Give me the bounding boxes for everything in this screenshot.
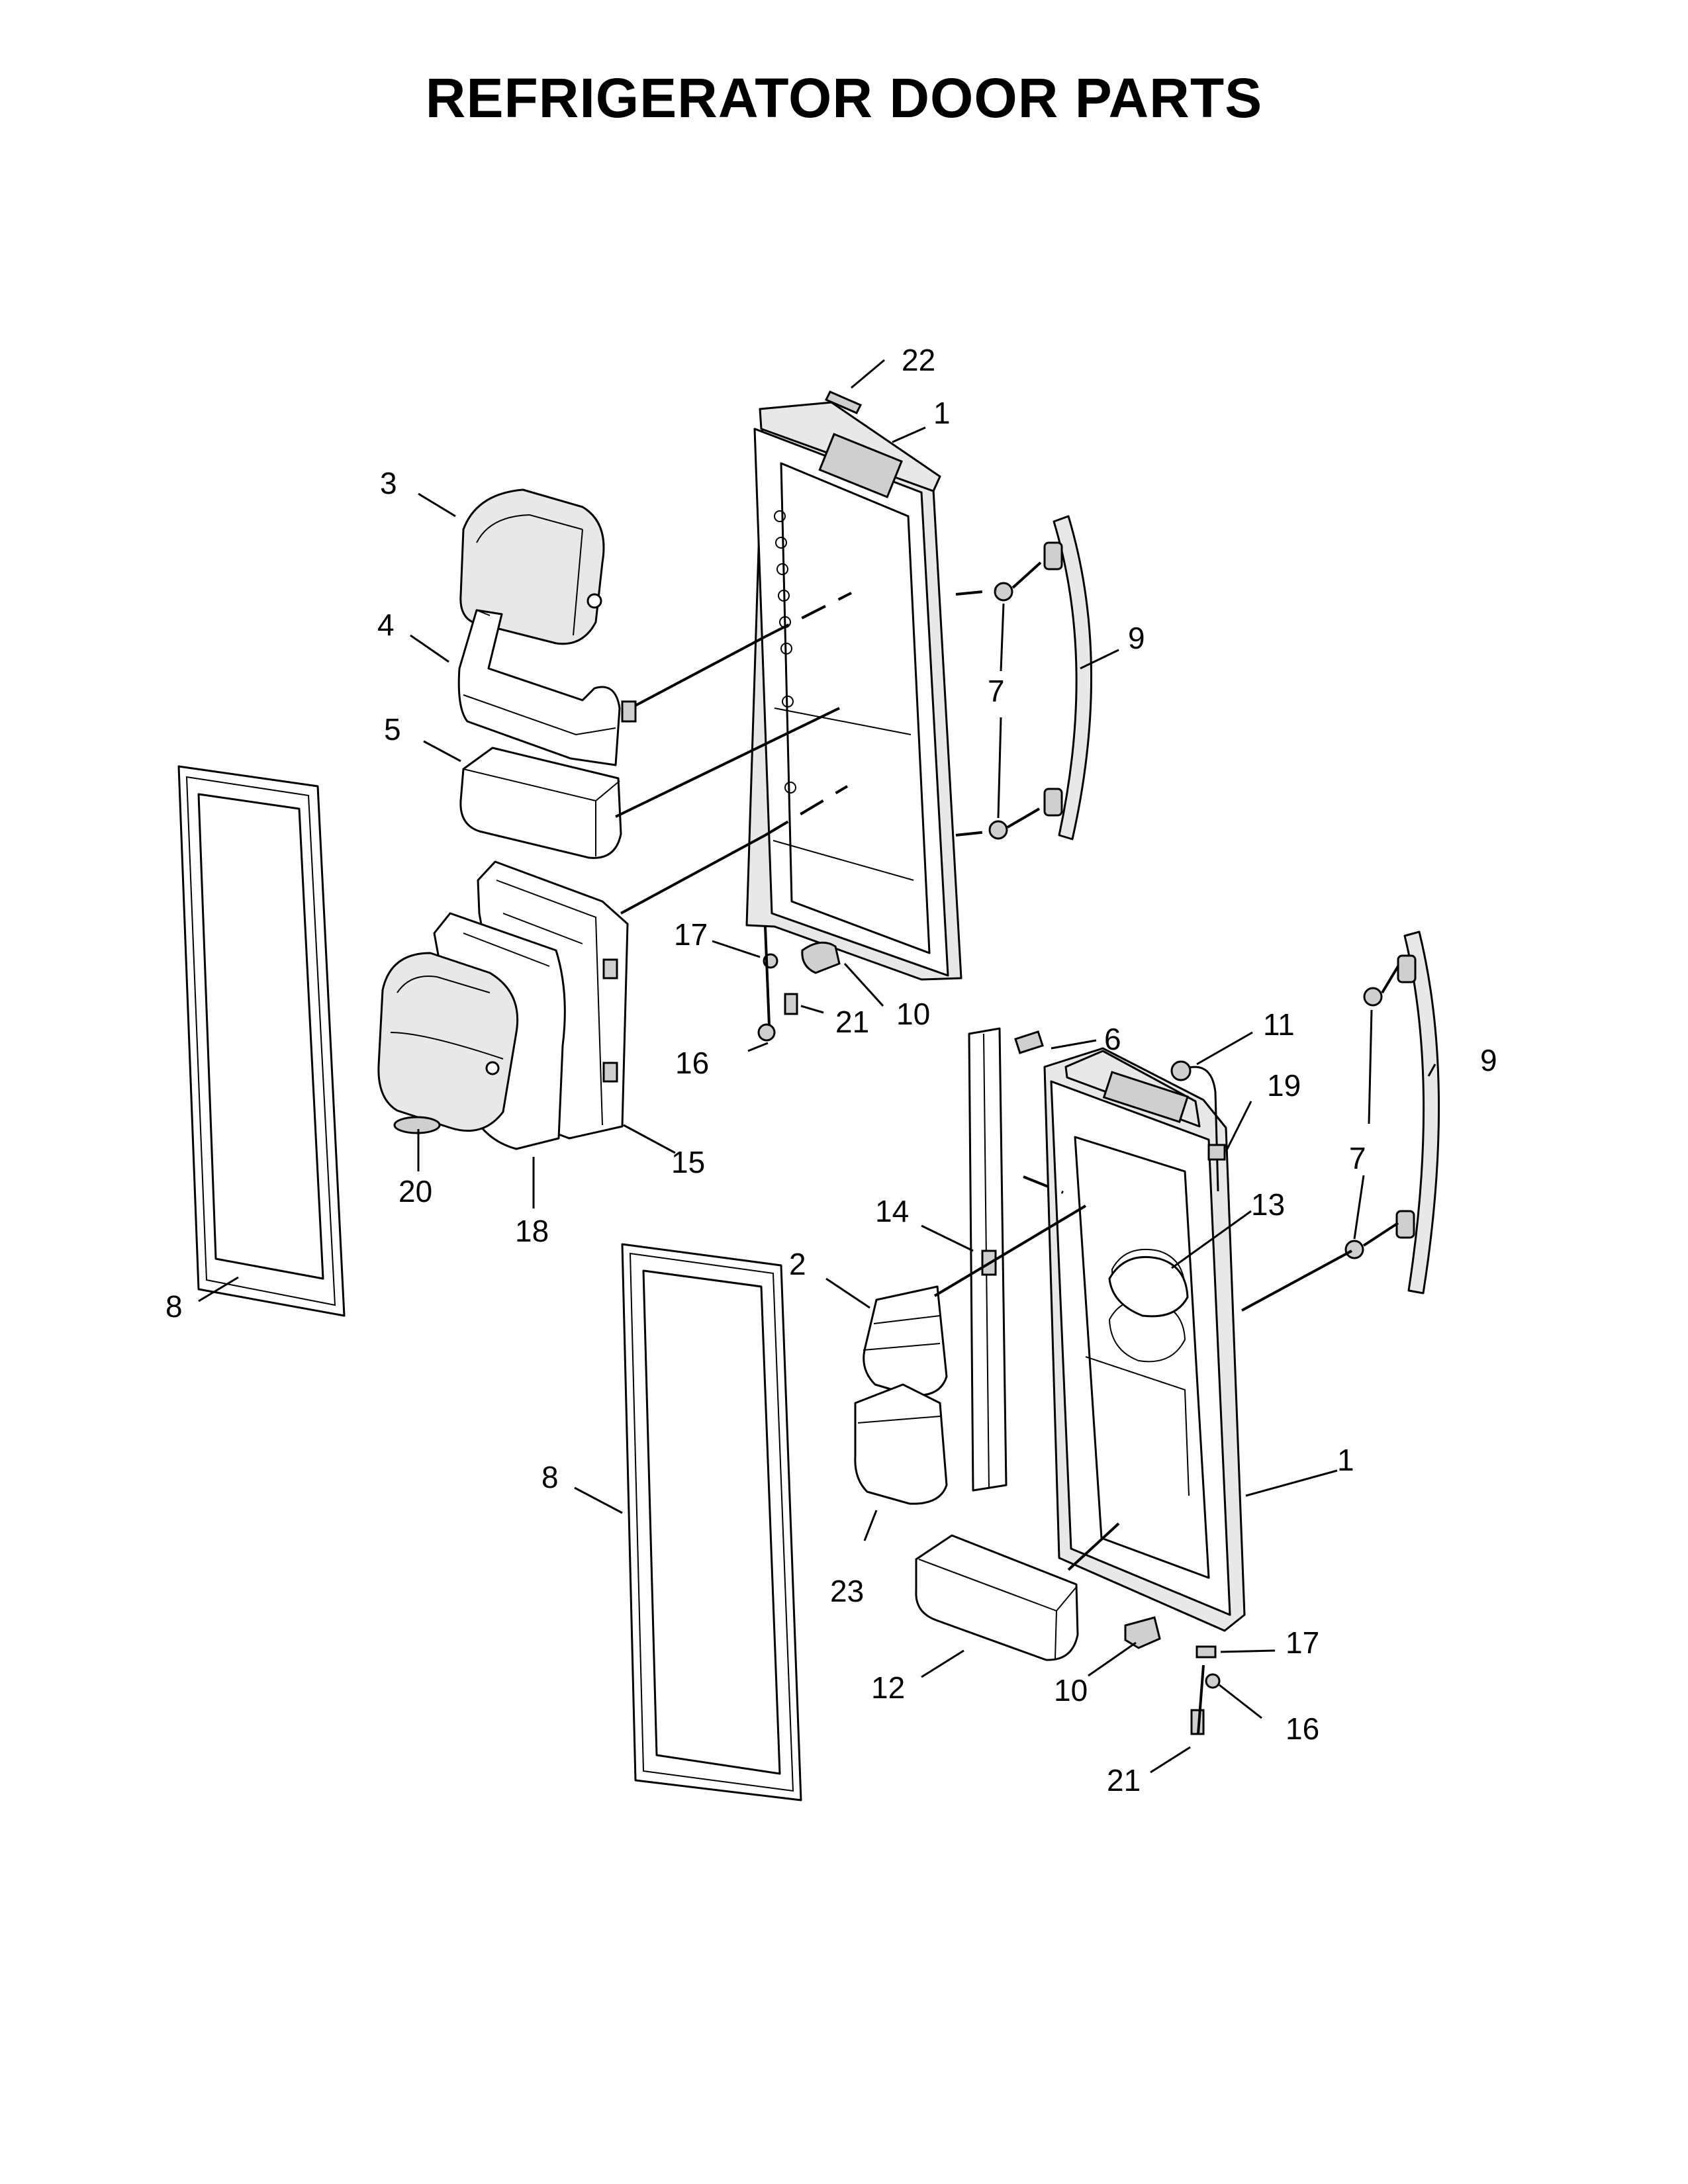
door-handle-lower — [1403, 931, 1440, 1295]
callout-10-upper: 10 — [896, 997, 930, 1031]
callout-16-lower: 16 — [1286, 1711, 1319, 1746]
page-title: REFRIGERATOR DOOR PARTS — [425, 67, 1263, 129]
door-bin-5 — [459, 747, 622, 859]
screw-7-upper — [988, 582, 1013, 840]
callout-22: 22 — [902, 343, 935, 377]
bin-cover-3 — [459, 488, 605, 645]
callout-10-lower: 10 — [1054, 1673, 1088, 1707]
hinge-cam-10-lower — [1124, 1616, 1161, 1649]
door-gasket-left — [177, 765, 346, 1317]
bushing-16-upper — [757, 1023, 776, 1042]
door-handle-upper — [1053, 515, 1093, 841]
callout-6: 6 — [1104, 1022, 1121, 1056]
callout-17-upper: 17 — [674, 917, 708, 952]
door-bin-2 — [863, 1285, 948, 1396]
callout-11: 11 — [1263, 1007, 1295, 1042]
bushing-16-lower — [1205, 1673, 1221, 1689]
callout-3: 3 — [380, 466, 397, 500]
door-bin-23 — [854, 1383, 948, 1505]
frame-strip-14 — [968, 1027, 1008, 1492]
callout-21-upper: 21 — [835, 1005, 869, 1039]
ice-chute-cover-20 — [377, 952, 519, 1134]
callout-18: 18 — [515, 1214, 549, 1248]
screw-7-lower — [1344, 987, 1383, 1259]
door-liner-lower — [1043, 1047, 1246, 1632]
callout-4: 4 — [377, 608, 395, 642]
callout-2: 2 — [789, 1247, 806, 1281]
callout-5: 5 — [384, 712, 401, 747]
callout-15: 15 — [671, 1145, 705, 1179]
callout-7-upper: 7 — [988, 674, 1005, 708]
callout-numbers: 22 1 3 4 9 7 5 17 10 6 11 9 21 16 19 7 1… — [165, 343, 1497, 1797]
callout-1-upper: 1 — [933, 396, 951, 430]
dispenser-gasket-13 — [1108, 1255, 1189, 1318]
grommet-19 — [1207, 1144, 1226, 1161]
switch-6 — [1014, 1030, 1044, 1054]
callout-23: 23 — [830, 1574, 864, 1608]
callout-7-lower: 7 — [1349, 1141, 1366, 1175]
callout-9-upper: 9 — [1128, 621, 1145, 655]
callout-17-lower: 17 — [1286, 1625, 1319, 1660]
callout-13: 13 — [1251, 1187, 1285, 1222]
callout-16-upper: 16 — [675, 1046, 709, 1080]
door-bin-12 — [915, 1534, 1079, 1661]
callout-21-lower: 21 — [1107, 1763, 1141, 1797]
water-tube-11 — [1170, 1060, 1219, 1192]
callout-20: 20 — [399, 1174, 432, 1208]
callout-19: 19 — [1267, 1068, 1301, 1103]
callout-1-lower: 1 — [1337, 1443, 1354, 1477]
callout-12: 12 — [871, 1670, 905, 1705]
callout-9-lower: 9 — [1480, 1043, 1497, 1077]
screw-21-upper — [784, 993, 798, 1015]
assembly-lines — [615, 561, 1399, 1735]
label-22 — [824, 390, 863, 414]
callout-8-lower: 8 — [541, 1460, 559, 1494]
hinge-cam-10-upper — [801, 941, 841, 974]
door-gasket-lower — [621, 1243, 802, 1801]
door-liner-upper — [745, 401, 962, 981]
callout-leaders — [198, 359, 1436, 1774]
callout-8-left: 8 — [165, 1289, 183, 1324]
callout-14: 14 — [875, 1194, 909, 1228]
washer-17-lower — [1196, 1645, 1217, 1659]
door-bin-4 — [457, 609, 637, 766]
